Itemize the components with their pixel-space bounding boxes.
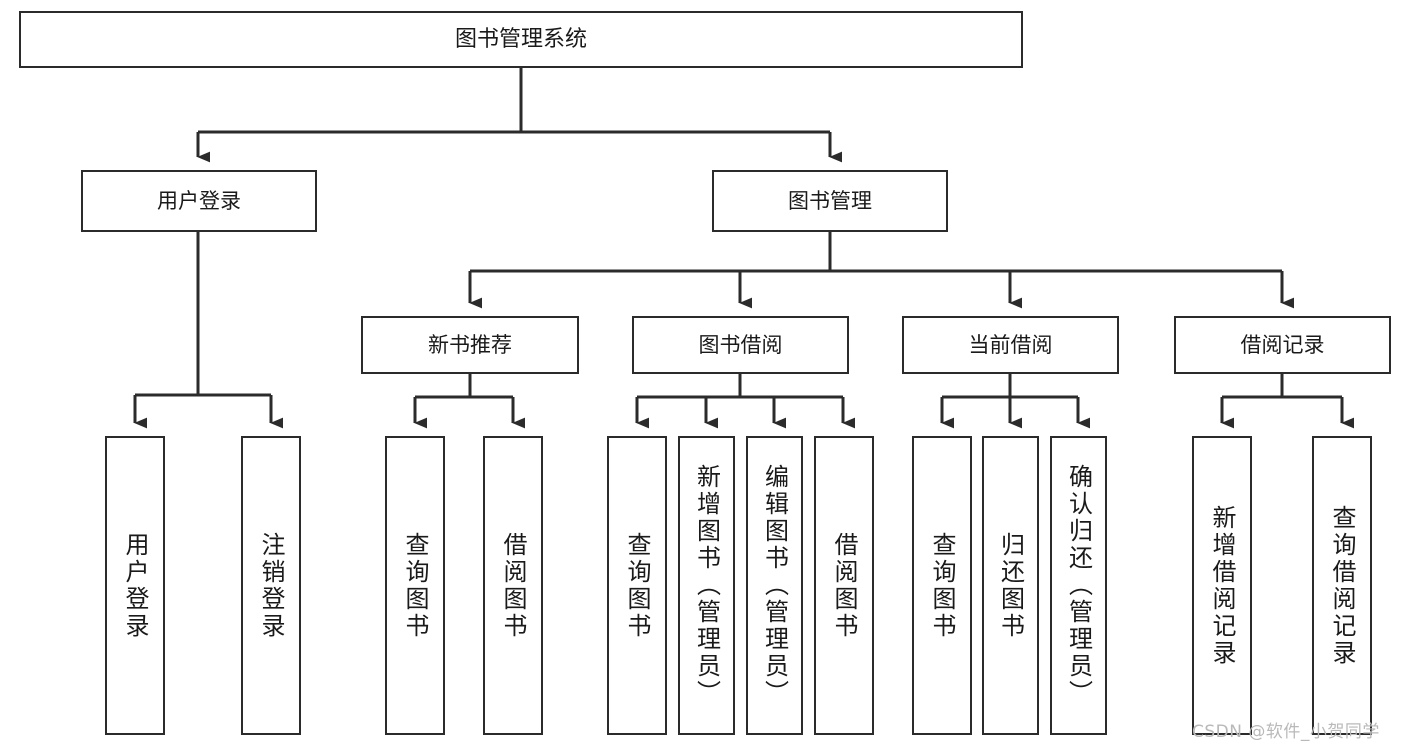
leaf-confirm-return-admin[interactable]: 确认归还（管理员） bbox=[1050, 436, 1107, 735]
node-label: 图书借阅 bbox=[698, 332, 783, 357]
node-label: 确认归还（管理员） bbox=[1064, 464, 1093, 707]
node-label: 新增图书（管理员） bbox=[692, 464, 721, 707]
node-label: 图书管理 bbox=[788, 188, 872, 213]
leaf-borrow-book-newrec[interactable]: 借阅图书 bbox=[483, 436, 543, 735]
leaf-edit-book-admin[interactable]: 编辑图书（管理员） bbox=[746, 436, 803, 735]
leaf-add-book-admin[interactable]: 新增图书（管理员） bbox=[678, 436, 735, 735]
leaf-return-book[interactable]: 归还图书 bbox=[982, 436, 1039, 735]
node-label: 注销登录 bbox=[257, 531, 285, 640]
leaf-borrow-book[interactable]: 借阅图书 bbox=[814, 436, 874, 735]
node-label: 归还图书 bbox=[996, 531, 1025, 640]
node-label: 查询借阅记录 bbox=[1328, 504, 1356, 667]
node-label: 借阅图书 bbox=[830, 531, 858, 640]
node-label: 新书推荐 bbox=[428, 332, 512, 357]
leaf-user-login[interactable]: 用户登录 bbox=[105, 436, 165, 735]
leaf-query-book-newrec[interactable]: 查询图书 bbox=[385, 436, 445, 735]
leaf-add-borrow-record[interactable]: 新增借阅记录 bbox=[1192, 436, 1252, 735]
node-label: 图书管理系统 bbox=[454, 26, 587, 52]
leaf-query-book-borrow[interactable]: 查询图书 bbox=[607, 436, 667, 735]
node-root-system[interactable]: 图书管理系统 bbox=[19, 11, 1023, 68]
node-new-book-recommend[interactable]: 新书推荐 bbox=[361, 316, 579, 374]
node-label: 用户登录 bbox=[157, 188, 241, 213]
node-label: 借阅图书 bbox=[499, 531, 527, 640]
node-label: 借阅记录 bbox=[1240, 332, 1325, 357]
node-borrow-record[interactable]: 借阅记录 bbox=[1174, 316, 1391, 374]
node-book-management[interactable]: 图书管理 bbox=[712, 170, 948, 232]
node-user-login[interactable]: 用户登录 bbox=[81, 170, 317, 232]
node-current-borrow[interactable]: 当前借阅 bbox=[902, 316, 1119, 374]
leaf-query-book-current[interactable]: 查询图书 bbox=[912, 436, 972, 735]
node-label: 查询图书 bbox=[623, 531, 651, 640]
leaf-logout[interactable]: 注销登录 bbox=[241, 436, 301, 735]
node-book-borrow[interactable]: 图书借阅 bbox=[632, 316, 849, 374]
node-label: 当前借阅 bbox=[968, 332, 1053, 357]
node-label: 用户登录 bbox=[121, 531, 149, 640]
node-label: 新增借阅记录 bbox=[1208, 504, 1236, 667]
node-label: 查询图书 bbox=[401, 531, 429, 640]
node-label: 查询图书 bbox=[928, 531, 956, 640]
leaf-query-borrow-record[interactable]: 查询借阅记录 bbox=[1312, 436, 1372, 735]
node-label: 编辑图书（管理员） bbox=[760, 464, 789, 707]
